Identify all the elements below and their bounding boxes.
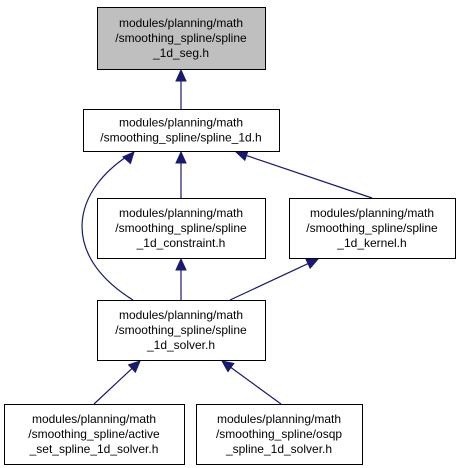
node-osqp-spline-1d-solver[interactable]: modules/planning/math/smoothing_spline/o… [196,404,363,465]
edge-active_set_spline_1d_solver-to-spline_1d_solver [93,360,141,405]
node-box[interactable] [4,404,185,465]
node-label-line: /smoothing_spline/spline [115,31,247,45]
node-spline-1d-kernel[interactable]: modules/planning/math/smoothing_spline/s… [289,198,456,259]
edge-spline_1d_kernel-to-spline_1d [234,150,373,199]
edge-line [245,154,373,199]
edge-spline_1d_solver-to-spline_1d_constraint [175,257,187,300]
node-label-line: /smoothing_spline/spline_1d.h [100,131,261,145]
arrowhead [175,150,187,164]
edge-spline_1d-to-spline_1d_seg [175,68,187,109]
node-box[interactable] [97,198,266,259]
edge-line [81,151,135,301]
node-box[interactable] [196,404,363,465]
node-active-set-spline-1d-solver[interactable]: modules/planning/math/smoothing_spline/a… [4,404,185,465]
node-label-line: _spline_1d_solver.h [225,442,332,456]
edge-line [229,262,310,301]
edge-osqp_spline_1d_solver-to-spline_1d_solver [221,360,282,405]
node-label-line: _1d_kernel.h [336,236,406,250]
node-label-line: modules/planning/math [310,206,434,220]
node-label-line: modules/planning/math [119,16,243,30]
node-label-line: modules/planning/math [217,412,341,426]
node-label-line: /smoothing_spline/spline [115,221,247,235]
arrowhead [305,258,320,270]
node-spline-1d-seg[interactable]: modules/planning/math/smoothing_spline/s… [97,7,266,70]
arrowhead [175,68,187,82]
node-label-line: /smoothing_spline/spline [115,323,247,337]
node-label-line: _1d_seg.h [152,46,209,60]
edge-spline_1d_solver-to-spline_1d_kernel [229,258,320,301]
node-box[interactable] [83,109,280,152]
node-label-line: _set_spline_1d_solver.h [29,442,159,456]
node-label-line: /smoothing_spline/active [28,427,160,441]
node-label-line: _1d_constraint.h [136,236,226,250]
arrowhead [234,150,249,162]
node-box[interactable] [97,7,266,70]
edge-line [93,367,134,405]
node-label-line: modules/planning/math [119,308,243,322]
edges-layer [81,68,373,405]
edge-spline_1d_constraint-to-spline_1d [175,150,187,198]
node-box[interactable] [97,300,266,361]
arrowhead [127,360,141,374]
node-label-line: /smoothing_spline/osqp [216,427,342,441]
nodes-layer: modules/planning/math/smoothing_spline/s… [4,7,456,465]
node-label-line: /smoothing_spline/spline [306,221,438,235]
node-spline-1d[interactable]: modules/planning/math/smoothing_spline/s… [83,109,280,152]
edge-spline_1d_solver-to-spline_1d [81,151,135,301]
edge-line [229,366,282,405]
node-label-line: _1d_solver.h [146,338,215,352]
node-label-line: modules/planning/math [119,206,243,220]
node-spline-1d-solver[interactable]: modules/planning/math/smoothing_spline/s… [97,300,266,361]
node-label-line: modules/planning/math [119,116,243,130]
arrowhead [221,360,235,373]
arrowhead [175,257,187,271]
node-label-line: modules/planning/math [32,412,156,426]
node-box[interactable] [289,198,456,259]
node-spline-1d-constraint[interactable]: modules/planning/math/smoothing_spline/s… [97,198,266,259]
arrowhead [122,151,135,165]
